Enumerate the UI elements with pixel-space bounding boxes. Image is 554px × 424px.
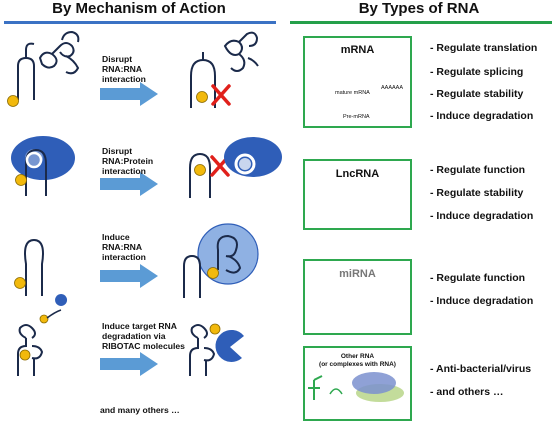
mechanism-label-4: Induce target RNA degradation via RIBOTA…: [102, 321, 185, 351]
row2-ligand-bound: [194, 164, 206, 176]
row4-before-rna: [17, 324, 44, 376]
header-mechanism: By Mechanism of Action: [52, 0, 226, 17]
pre-mrna-label: Pre-mRNA: [343, 114, 370, 120]
mechanism-label-3: Induce RNA:RNA interaction: [102, 232, 146, 262]
mirna-function-1: - Regulate function: [430, 272, 526, 284]
lncrna-function-1: - Regulate function: [430, 164, 526, 176]
row4-rnase: [215, 329, 244, 362]
mrna-function-2: - Regulate splicing: [430, 66, 524, 78]
mirna-title: miRNA: [339, 268, 376, 280]
header-rna-types: By Types of RNA: [358, 0, 480, 17]
row3-ligand-bound: [207, 267, 219, 279]
row1-after-rna: [190, 31, 259, 108]
mrna-title: mRNA: [340, 44, 375, 56]
mrna-function-1: - Regulate translation: [430, 42, 538, 54]
other-rna-title: Other RNA (or complexes with RNA): [319, 353, 396, 368]
row2-after-rna: [189, 152, 211, 198]
header-divider-green: [290, 21, 552, 24]
row4-ligand: [19, 349, 31, 361]
more-mechanisms-note: and many others …: [100, 405, 180, 415]
lncrna-title: LncRNA: [335, 168, 380, 180]
row2-protein-released: [224, 137, 282, 177]
row1-ligand-bound: [196, 91, 208, 103]
row3-after-rna: [183, 234, 242, 298]
lncrna-function-3: - Induce degradation: [430, 210, 534, 222]
row2-arrow: [100, 172, 158, 196]
row1-ligand: [7, 95, 19, 107]
row4-after-rna: [189, 324, 216, 376]
mrna-box: mRNA mature mRNA AAAAAA Pre-mRNA: [303, 36, 412, 128]
row3-ligand: [14, 277, 26, 289]
lncrna-box: LncRNA: [303, 159, 412, 230]
polya-label: AAAAAA: [381, 85, 404, 91]
mirna-box: miRNA: [303, 259, 412, 335]
mrna-function-3: - Regulate stability: [430, 88, 524, 100]
mature-mrna-label: mature mRNA: [335, 90, 370, 96]
mechanism-label-1: Disrupt RNA:RNA interaction: [102, 54, 146, 84]
mirna-function-2: - Induce degradation: [430, 295, 534, 307]
row1-cross: [211, 84, 231, 106]
mrna-function-4: - Induce degradation: [430, 110, 534, 122]
other-function-1: - Anti-bacterial/virus: [430, 363, 532, 375]
row1-arrow: [100, 82, 158, 106]
row4-arrow: [100, 352, 158, 376]
row3-before-rna: [24, 238, 44, 296]
other-rna-box: Other RNA (or complexes with RNA): [303, 346, 412, 421]
row1-before-rna: [17, 30, 80, 100]
row2-ligand: [15, 174, 27, 186]
header-divider-blue: [4, 21, 276, 24]
row3-arrow: [100, 264, 158, 288]
row3-complex: [197, 223, 259, 285]
mechanism-label-2: Disrupt RNA:Protein interaction: [102, 146, 154, 176]
other-rna-illustration: [308, 372, 404, 402]
other-function-2: - and others …: [430, 386, 504, 398]
lncrna-function-2: - Regulate stability: [430, 187, 524, 199]
